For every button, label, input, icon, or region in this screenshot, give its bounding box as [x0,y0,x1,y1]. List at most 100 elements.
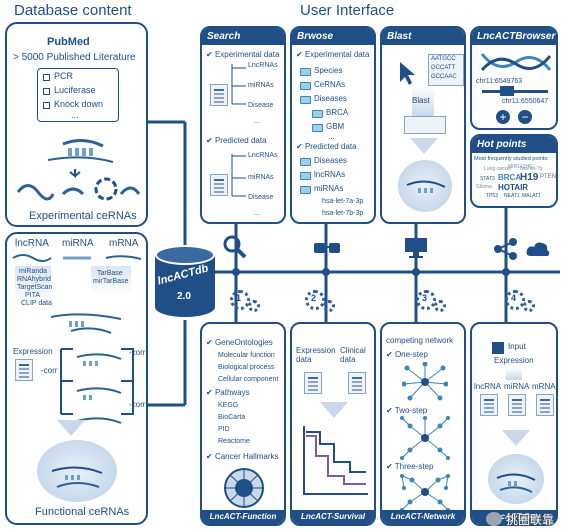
get-sphere-strands [496,473,536,493]
browse-brca: BRCA [326,108,349,117]
cerna-illustration [16,139,141,201]
fn-hallmarks: ✔ Cancer Hallmarks [206,452,279,461]
browse-pred-label: ✔ Predicted data [296,142,357,151]
hotpoints-subtitle: Most frequently studied points: [474,156,549,162]
sequence-box: AATGCC GCCATT GCCAAC [428,54,464,86]
hotpoints-title: Hot points [472,136,556,153]
tool-rnahybrid: RNAhybrid [17,276,51,283]
methods-ellipsis: ... [71,110,79,120]
get-lncrna-doc-icon [480,394,498,416]
zoom-out-icon[interactable]: − [518,110,532,124]
function-footer: LncACT-Function [202,510,284,524]
corr-label-top: -corr [129,348,146,357]
get-input-label: Input [508,342,526,351]
functional-caption: Functional ceRNAs [35,506,130,518]
search-title: Search [202,28,284,45]
search-pred-lncrnas: LncRNAs [248,152,278,159]
browse-gbm: GBM [326,122,345,131]
browser-coord-1: chr11:6549763 [476,78,523,85]
search-card[interactable]: Search ✔ Experimental data LncRNAs miRNA… [200,26,286,224]
wechat-icon [486,512,502,526]
search-exp-doc-icon [210,84,228,106]
network-title: competing network [386,336,454,345]
step-4-number: 4 [511,293,517,303]
fn-cellular: Cellular component [218,376,279,383]
rna-label-mirna: miRNA [62,238,94,249]
get-lncrna: lncRNA [474,382,502,391]
fn-molecular: Molecular function [218,352,275,359]
method-knockdown: Knock down [54,99,104,109]
get-down-arrow [502,430,530,446]
search-tree-lines [231,64,246,197]
fn-pid: PID [218,426,230,433]
methods-box: PCR Luciferase Knock down ... [37,68,119,122]
blast-arrow-top [412,86,434,116]
glasses-icon [314,243,340,253]
hotpoints-card[interactable]: Hot points Most frequently studied point… [470,134,558,208]
corr-label-left: -corr [41,366,58,375]
browser-card[interactable]: LncACTBrowser chr11:6549763 chr11:655064… [470,26,558,130]
blast-down-arrow [410,138,438,154]
cursor-icon [400,62,415,85]
method-pcr: PCR [54,71,74,81]
browse-card[interactable]: Brwose ✔ Experimental data Species CeRNA… [290,26,376,224]
function-card[interactable]: ✔ GeneOntologies Molecular function Biol… [200,322,286,526]
browse-cernas: CeRNAs [314,80,346,89]
step-2-number: 2 [311,293,317,303]
search-pred-more: ... [254,210,260,217]
word-h19: H19 [520,172,539,183]
step-3-number: 3 [422,293,428,303]
fn-pathways: ✔ Pathways [206,388,250,397]
search-exp-label: ✔ Experimental data [206,50,280,59]
blast-card[interactable]: Blast AATGCC GCCATT GCCAAC Blast [380,26,466,224]
browse-exp-label: ✔ Experimental data [296,50,370,59]
user-interface-title: User Interface [300,2,395,19]
rna-label-lncrna: lncRNA [15,238,49,249]
search-pred-mirnas: miRNAs [248,174,274,181]
survival-expression-doc-icon [304,372,322,394]
experimental-caption: Experimental ceRNAs [29,210,137,222]
survival-clinical: Clinical data [340,346,366,364]
network-three-step: ✔ Three-step [386,462,434,471]
input-icon [492,342,504,354]
survival-card[interactable]: Expression data Clinical data LncACT-Sur… [290,322,376,526]
search-pred-doc-icon [210,174,228,196]
word-tp53: TP53 [486,193,498,199]
browse-species: Species [314,66,343,75]
network-three-step-graph [400,474,450,512]
survival-down-arrow [320,402,348,418]
hub-version: 2.0 [177,291,191,302]
word-stat3: STAT3 [480,176,495,182]
tools-arrow-left [15,266,51,308]
pubmed-logo: PubMed [47,36,90,48]
browse-let7b: hsa-let-7b-3p [322,210,364,217]
search-exp-lncrnas: LncRNAs [248,62,278,69]
word-pten: PTEN [540,174,557,180]
get-arrow-top [506,368,522,380]
survival-curve [303,426,368,495]
literature-count: > 5000 Published Literature [13,52,136,63]
seq-line-3: GCCAAC [431,74,457,80]
get-mirna-doc-icon [508,394,526,416]
network-card[interactable]: competing network ✔ One-step ✔ Two-step … [380,322,466,526]
survival-expression: Expression data [296,346,336,364]
watermark: 挑圈联靠 [486,510,566,528]
tool-clip: CLIP data [21,300,53,307]
get-card[interactable]: Input Expression lncRNA miRNA mRNA LncAC… [470,322,558,526]
down-arrow [57,420,85,436]
zoom-in-icon[interactable]: + [496,110,510,124]
get-mirna: miRNA [504,382,530,391]
tool-mirtarbase: mirTarBase [93,278,129,285]
network-footer: LncACT-Network [382,510,464,524]
functional-cerna-panel: lncRNA miRNA mRNA miRanda RNAhybrid Targ… [5,232,148,525]
rna-strands [12,254,142,262]
browse-exp-more: ... [328,132,335,141]
rna-label-mrna: mRNA [109,238,139,249]
share-icon [494,238,517,260]
survival-footer: LncACT-Survival [292,510,374,524]
network-one-step-graph [402,362,448,401]
search-exp-more: ... [254,118,260,125]
browse-let7a: hsa-let-7a-3p [322,198,364,205]
search-pred-label: ✔ Predicted data [206,136,267,145]
correlation-diagram [50,313,134,424]
